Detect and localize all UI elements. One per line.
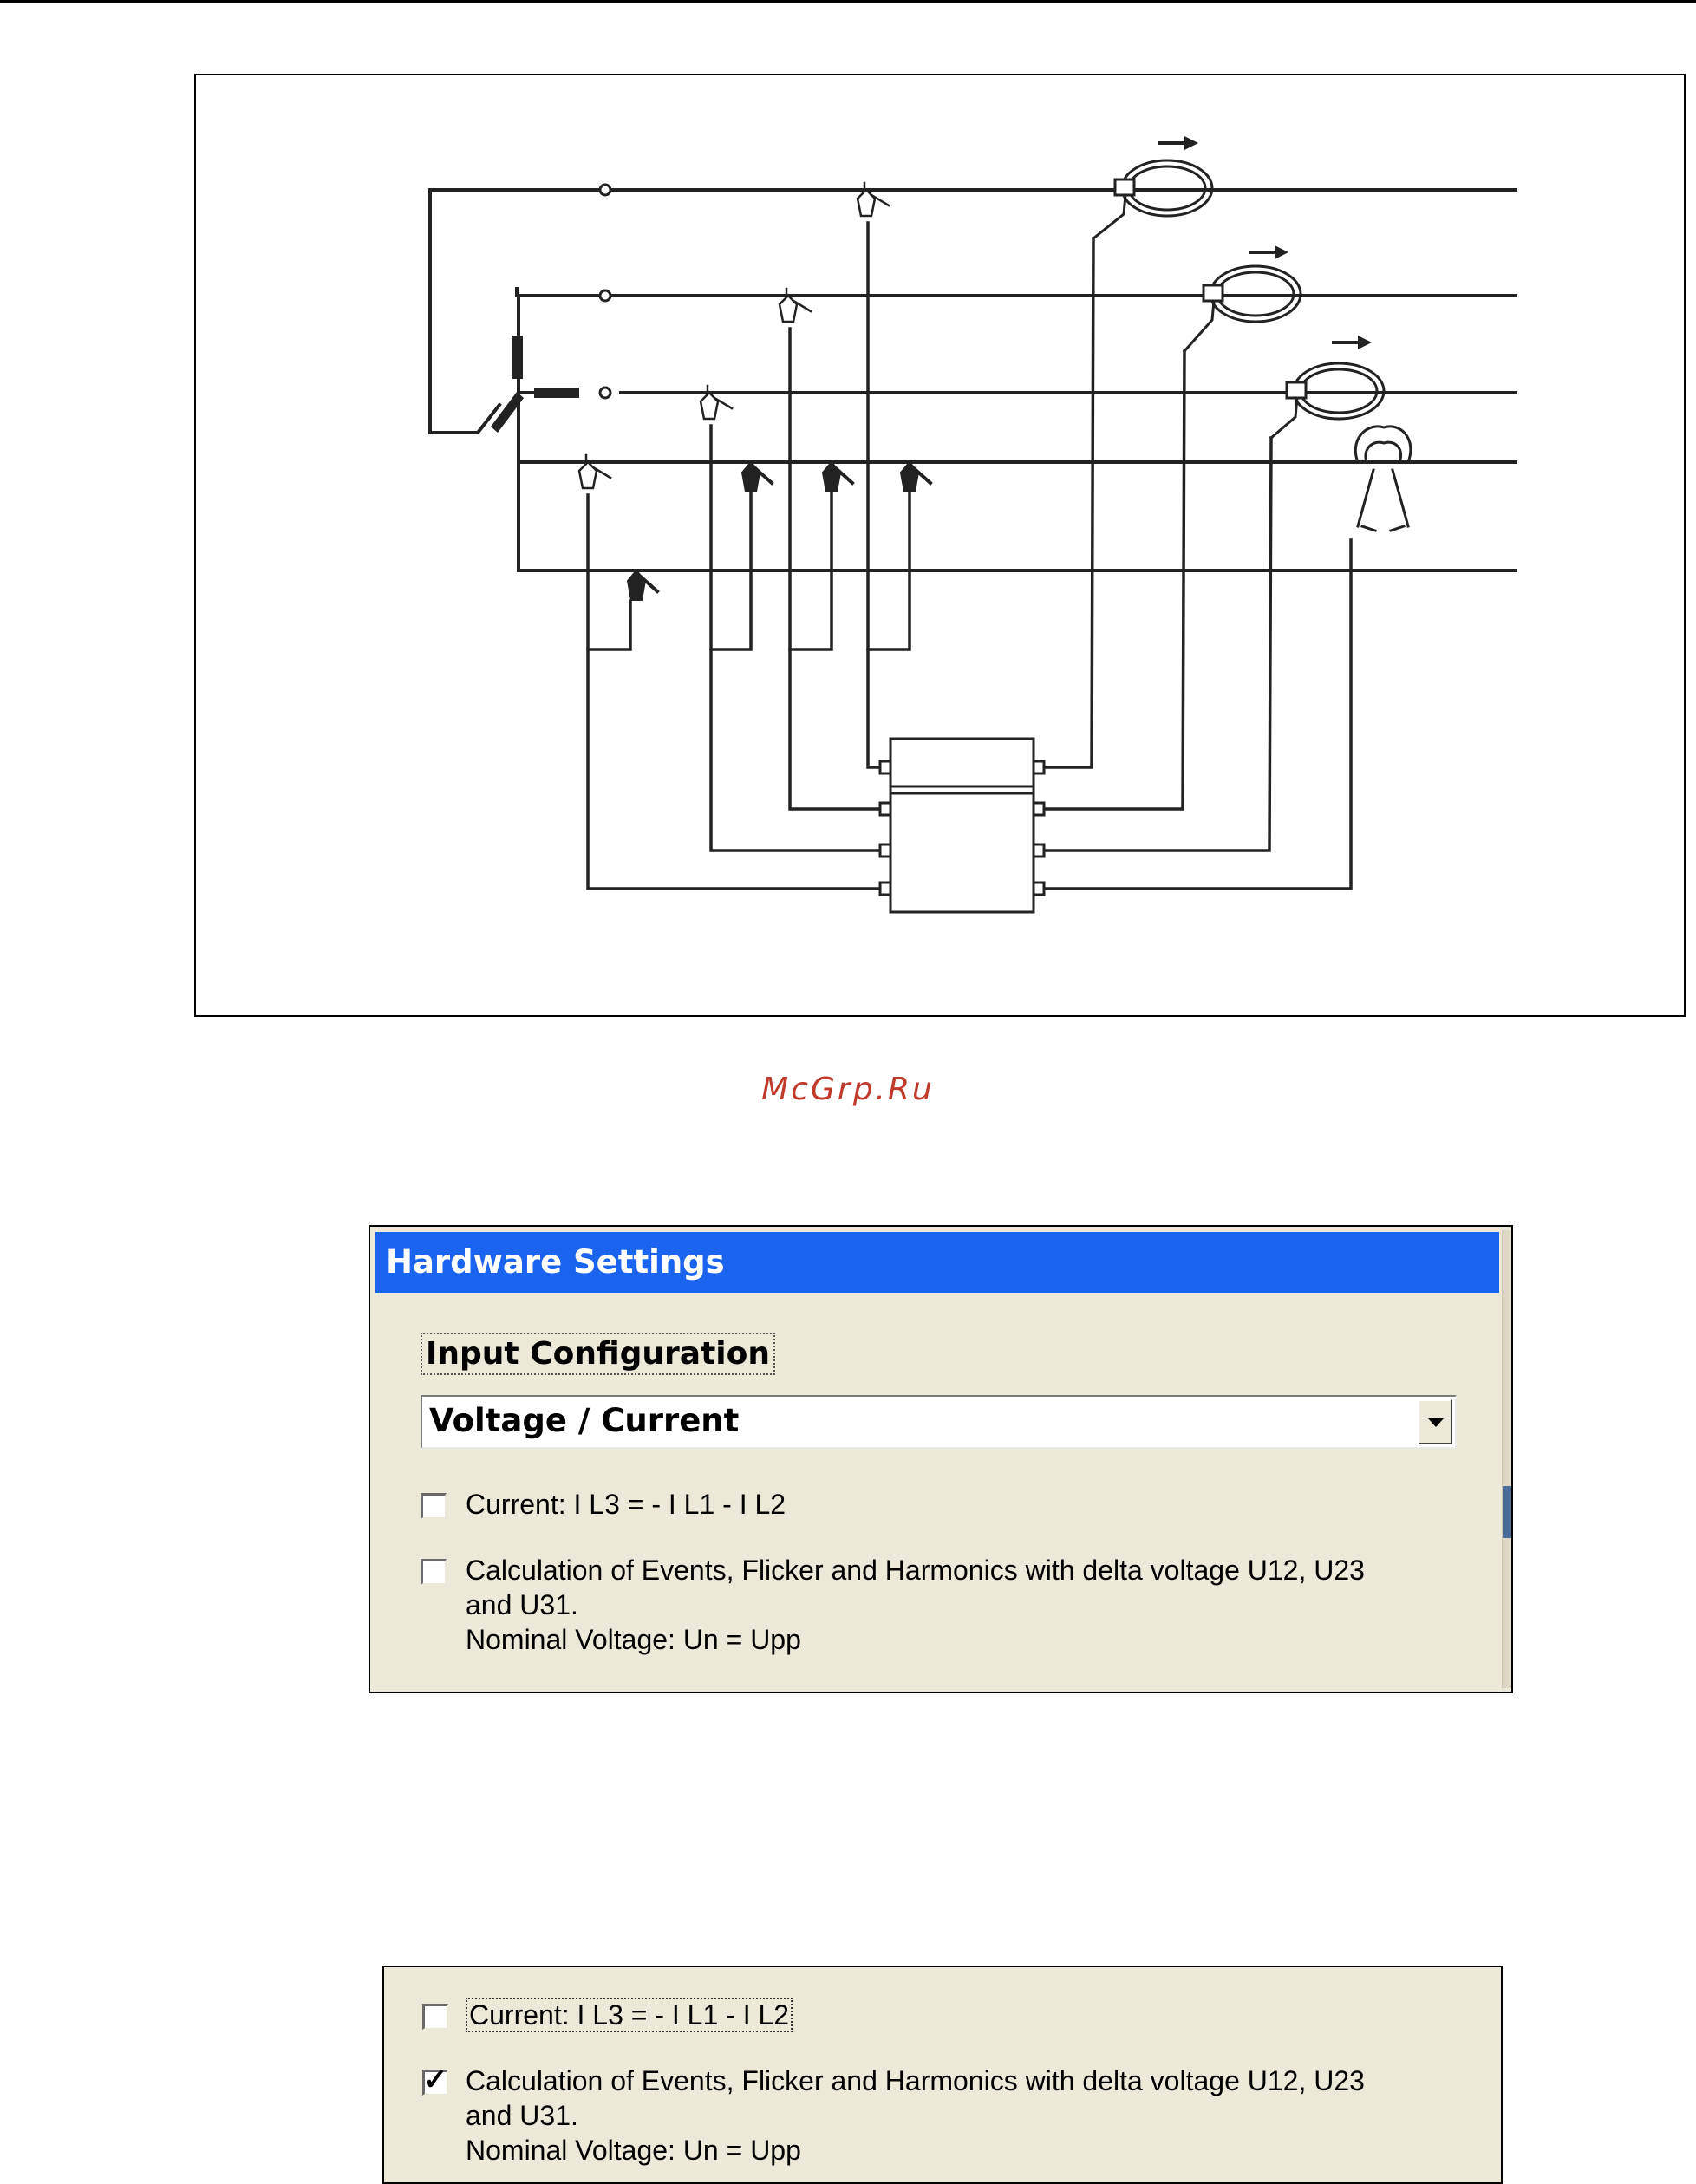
current-il3-label[interactable]: Current: I L3 = - I L1 - I L2 <box>466 1487 786 1522</box>
option-text-line-2: and U31. <box>466 1589 578 1620</box>
star-l1-lead <box>428 402 502 434</box>
hardware-settings-dialog: Hardware Settings Input Configuration Vo… <box>369 1225 1513 1693</box>
scrollbar[interactable] <box>1502 1230 1511 1688</box>
ref-clip-1 <box>740 460 774 492</box>
option-text-line-1: Calculation of Events, Flicker and Harmo… <box>466 1555 1365 1586</box>
winding-vertical <box>512 336 523 379</box>
terminals <box>598 183 612 400</box>
option-text-line-2: and U31. <box>466 2100 578 2131</box>
direction-arrows <box>1158 136 1372 349</box>
clip-n <box>577 453 612 490</box>
flex-probe-l2 <box>1182 264 1302 354</box>
input-configuration-select[interactable]: Voltage / Current <box>421 1395 1457 1449</box>
winding-horizontal <box>534 388 579 398</box>
input-configuration-label: Input Configuration <box>421 1333 775 1375</box>
winding-diagonal <box>491 392 524 433</box>
reference-clips <box>626 460 933 601</box>
option-text-line-1: Calculation of Events, Flicker and Harmo… <box>466 2065 1365 2096</box>
measuring-instrument <box>878 737 1046 914</box>
current-il3-checkbox[interactable] <box>422 2004 448 2030</box>
terminal-l1 <box>598 183 612 197</box>
flex-probe-l1 <box>1091 159 1214 241</box>
dialog-title: Hardware Settings <box>375 1232 1499 1293</box>
clip-l2 <box>778 287 812 323</box>
voltage-clips <box>577 181 890 490</box>
bus-line-l1 <box>428 188 1517 434</box>
chevron-down-icon <box>1428 1418 1444 1427</box>
dropdown-button[interactable] <box>1418 1399 1452 1444</box>
select-value: Voltage / Current <box>429 1402 740 1439</box>
instrument-leads <box>586 221 1353 890</box>
transformer-windings <box>491 336 579 433</box>
bus-lines <box>428 188 1517 572</box>
clip-l3 <box>699 384 734 421</box>
wiring-diagram-svg <box>428 136 1517 914</box>
option-text: Current: I L3 = - I L1 - I L2 <box>466 1998 793 2032</box>
check-icon: ✓ <box>423 2063 448 2096</box>
delta-voltage-label[interactable]: Calculation of Events, Flicker and Harmo… <box>466 2063 1365 2168</box>
ref-clip-3 <box>899 460 933 492</box>
ref-clip-4 <box>626 569 660 601</box>
flex-probe-l3 <box>1269 362 1386 440</box>
options-panel: Current: I L3 = - I L1 - I L2 ✓ Calculat… <box>382 1966 1503 2184</box>
delta-voltage-label[interactable]: Calculation of Events, Flicker and Harmo… <box>466 1553 1365 1657</box>
terminal-l2 <box>598 289 612 303</box>
clip-l1 <box>856 181 890 218</box>
ref-clip-2 <box>821 460 855 492</box>
current-il3-label[interactable]: Current: I L3 = - I L1 - I L2 <box>466 1998 793 2032</box>
current-il3-checkbox[interactable] <box>421 1493 447 1519</box>
current-probes <box>1091 159 1412 532</box>
option-text-line-3: Nominal Voltage: Un = Upp <box>466 1624 801 1655</box>
scrollbar-thumb[interactable] <box>1503 1486 1511 1538</box>
delta-voltage-checkbox[interactable]: ✓ <box>422 2065 448 2096</box>
watermark: McGrp.Ru <box>761 1072 935 1107</box>
top-rule <box>0 0 1696 3</box>
terminal-l3 <box>598 386 612 400</box>
delta-voltage-checkbox[interactable] <box>421 1559 447 1585</box>
option-text-line-3: Nominal Voltage: Un = Upp <box>466 2135 801 2166</box>
wiring-diagram <box>194 74 1686 1017</box>
option-text: Current: I L3 = - I L1 - I L2 <box>466 1489 786 1520</box>
clamp-probe-n <box>1354 425 1412 532</box>
